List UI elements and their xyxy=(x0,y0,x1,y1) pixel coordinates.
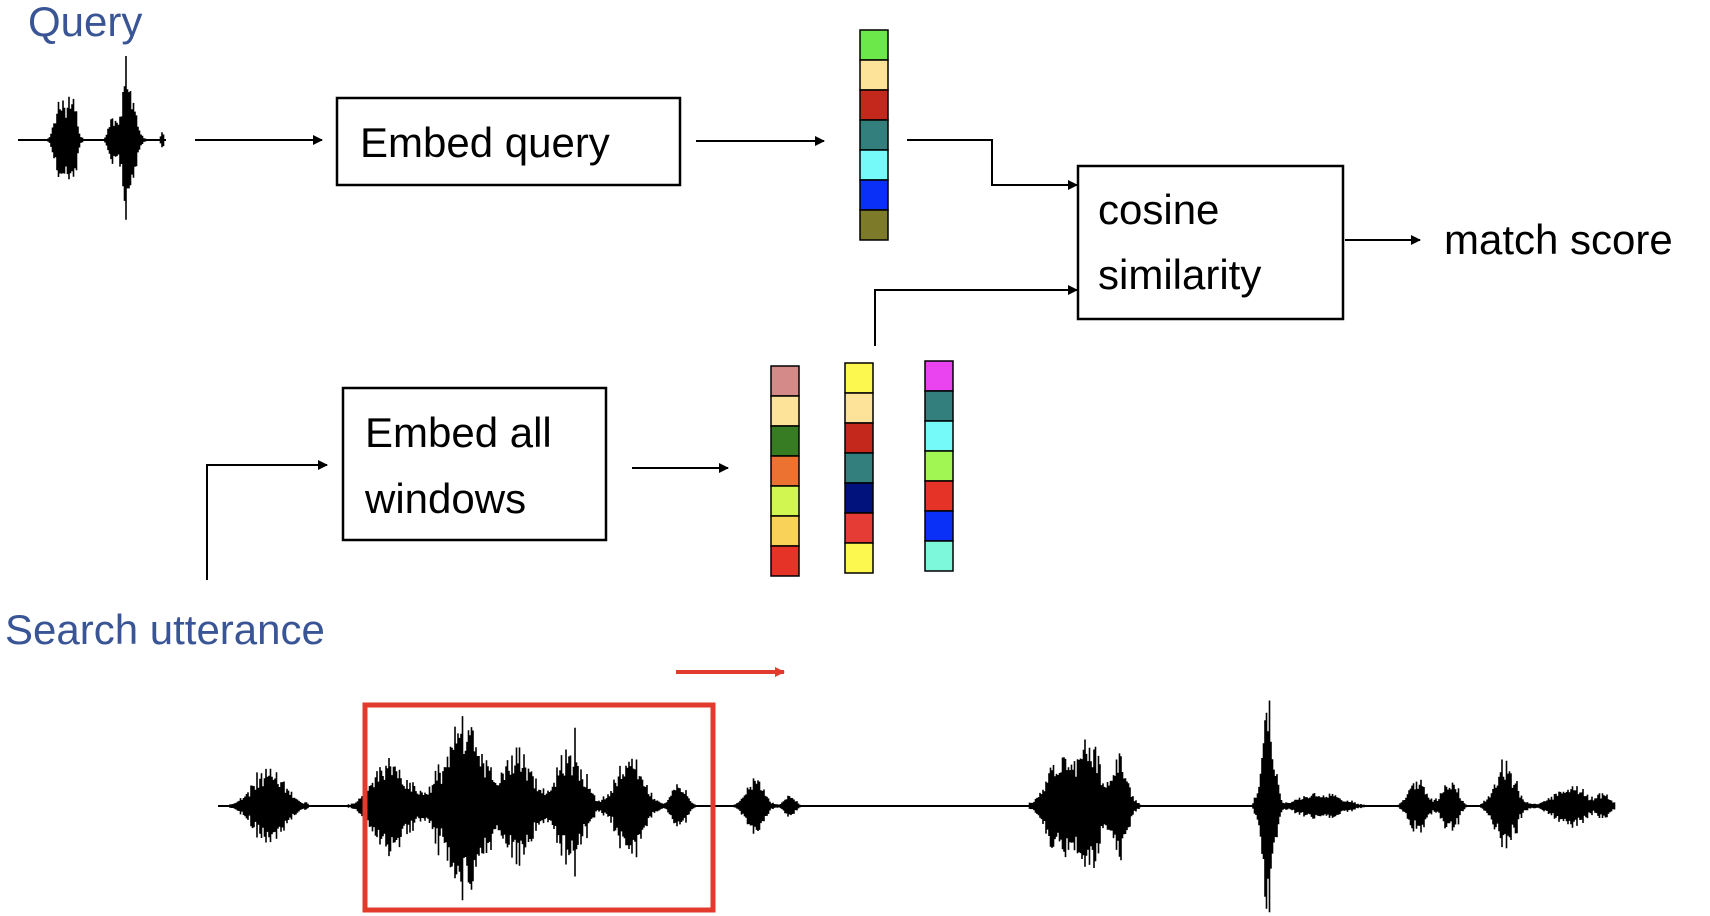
cosine-similarity-text-line2: similarity xyxy=(1098,251,1261,298)
window-embedding-1-cell-1 xyxy=(770,365,800,397)
window-embedding-1-cell-5 xyxy=(770,485,800,517)
query-embedding-cell-4 xyxy=(859,119,889,151)
search-utterance-label: Search utterance xyxy=(5,606,325,653)
search-utterance-waveform-signal xyxy=(229,700,1616,913)
search-utterance-waveform xyxy=(218,700,1616,913)
window-embedding-2-cell-5 xyxy=(844,482,874,514)
window-embedding-1-cell-6 xyxy=(770,515,800,547)
query-embedding-cell-5 xyxy=(859,149,889,181)
arrow-vector-to-cosine xyxy=(907,139,1078,190)
query-waveform-signal xyxy=(47,56,165,220)
query-label: Query xyxy=(28,0,142,45)
embed-query-text: Embed query xyxy=(360,119,610,166)
window-embedding-3-cell-1 xyxy=(924,360,954,392)
window-embedding-1-cell-2 xyxy=(770,395,800,427)
query-embedding-cell-1 xyxy=(859,29,889,61)
query-waveform xyxy=(18,56,166,220)
embed-all-windows-text-line1: Embed all xyxy=(365,409,552,456)
query-embedding-cell-7 xyxy=(859,209,889,241)
window-embedding-3-cell-7 xyxy=(924,540,954,572)
window-embedding-2-cell-4 xyxy=(844,452,874,484)
window-embedding-1-cell-3 xyxy=(770,425,800,457)
window-embedding-1-cell-4 xyxy=(770,455,800,487)
arrow-windows-to-cosine xyxy=(874,285,1078,346)
embed-all-windows-box xyxy=(341,386,608,542)
cosine-similarity-box xyxy=(1076,164,1345,321)
window-embedding-3-cell-2 xyxy=(924,390,954,422)
query-embedding-vector xyxy=(859,29,889,241)
window-embedding-2-cell-6 xyxy=(844,512,874,544)
sliding-window-box xyxy=(362,702,716,913)
embed-all-windows-text-line2: windows xyxy=(364,475,526,522)
query-embedding-cell-3 xyxy=(859,89,889,121)
window-embedding-vectors xyxy=(770,360,954,577)
window-embedding-3-cell-6 xyxy=(924,510,954,542)
window-embedding-2-cell-7 xyxy=(844,542,874,574)
cosine-similarity-text-line1: cosine xyxy=(1098,186,1219,233)
embed-query-box xyxy=(335,96,682,187)
window-embedding-2-cell-1 xyxy=(844,362,874,394)
window-embedding-1-cell-7 xyxy=(770,545,800,577)
window-embedding-3-cell-4 xyxy=(924,450,954,482)
window-embedding-2-cell-3 xyxy=(844,422,874,454)
window-embedding-3-cell-3 xyxy=(924,420,954,452)
query-embedding-cell-6 xyxy=(859,179,889,211)
window-embedding-2-cell-2 xyxy=(844,392,874,424)
window-embedding-3-cell-5 xyxy=(924,480,954,512)
arrow-utterance-to-embed xyxy=(206,460,328,580)
query-embedding-cell-2 xyxy=(859,59,889,91)
match-score-text: match score xyxy=(1444,216,1673,263)
